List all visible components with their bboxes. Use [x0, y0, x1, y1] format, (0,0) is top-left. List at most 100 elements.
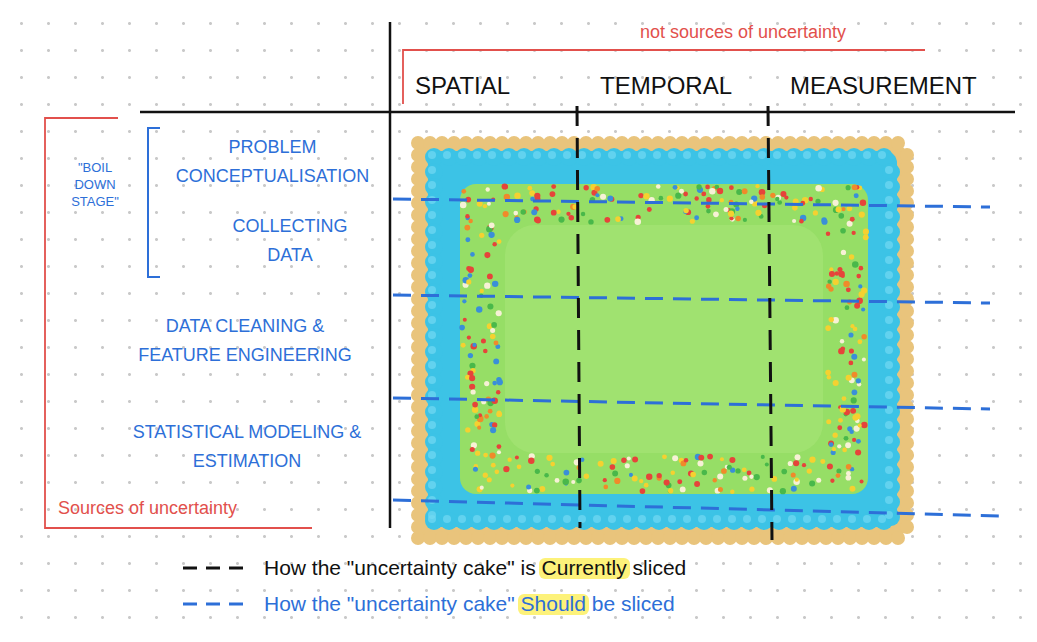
- cake-base-scallop: [411, 472, 425, 486]
- cake-base-scallop: [783, 531, 797, 545]
- sprinkle: [780, 488, 786, 494]
- frosting-swirl: [473, 515, 481, 523]
- cake-base-scallop: [615, 531, 629, 545]
- cake-base-scallop: [900, 448, 914, 462]
- sprinkle: [581, 212, 585, 216]
- sprinkle: [483, 204, 487, 208]
- cake-base-scallop: [411, 184, 425, 198]
- frosting-swirl: [608, 515, 616, 523]
- sprinkle: [827, 375, 831, 379]
- sprinkle: [770, 193, 775, 198]
- sprinkle: [503, 466, 509, 472]
- frosting-swirl: [458, 151, 466, 159]
- cake-base-scallop: [900, 352, 914, 366]
- cake-base-scallop: [411, 268, 425, 282]
- cake-base-scallop: [900, 376, 914, 390]
- sprinkle: [588, 219, 593, 224]
- sprinkle: [799, 219, 804, 224]
- sprinkle: [730, 217, 735, 222]
- sprinkle: [844, 436, 849, 441]
- cake-base-scallop: [423, 136, 437, 150]
- row-header: COLLECTING DATA: [220, 212, 360, 270]
- frosting-swirl: [833, 515, 841, 523]
- sprinkle: [484, 414, 489, 419]
- sprinkle: [583, 185, 588, 190]
- sprinkle: [829, 267, 833, 271]
- sprinkle: [736, 189, 742, 195]
- cake-base-scallop: [735, 531, 749, 545]
- frosting-swirl: [428, 466, 436, 474]
- sprinkle: [472, 343, 476, 347]
- sprinkle: [514, 192, 520, 198]
- cake-base-scallop: [900, 412, 914, 426]
- sprinkle: [828, 440, 834, 446]
- cake-base-scallop: [411, 244, 425, 258]
- cake-base-scallop: [867, 136, 881, 150]
- sprinkle: [829, 317, 834, 322]
- frosting-swirl: [818, 151, 826, 159]
- sprinkle: [837, 425, 842, 430]
- frosting-swirl: [608, 151, 616, 159]
- sprinkle: [481, 338, 486, 343]
- sprinkle: [470, 252, 475, 257]
- sprinkle: [492, 422, 497, 427]
- cake-base-scallop: [591, 531, 605, 545]
- sprinkle: [594, 186, 600, 192]
- frosting-swirl: [548, 515, 556, 523]
- sprinkle: [656, 184, 661, 189]
- sprinkle: [749, 200, 753, 204]
- frosting-swirl: [593, 151, 601, 159]
- sprinkle: [584, 474, 589, 479]
- group-note: "BOIL DOWN STAGE": [60, 160, 130, 211]
- sprinkle: [491, 322, 497, 328]
- sprinkle: [827, 463, 833, 469]
- sprinkle: [576, 478, 582, 484]
- sprinkle: [713, 211, 719, 217]
- frosting-swirl: [885, 196, 893, 204]
- sprinkle: [825, 370, 831, 376]
- frosting-swirl: [578, 515, 586, 523]
- cake-base-scallop: [687, 136, 701, 150]
- sprinkle: [544, 473, 549, 478]
- sprinkle: [702, 470, 707, 475]
- sprinkle: [612, 471, 618, 477]
- sprinkle: [860, 480, 864, 484]
- frosting-swirl: [428, 346, 436, 354]
- cake-base-scallop: [471, 136, 485, 150]
- frosting-swirl: [668, 515, 676, 523]
- frosting-swirl: [885, 271, 893, 279]
- sprinkle: [521, 209, 526, 214]
- cake-base-scallop: [900, 340, 914, 354]
- cake-base-scallop: [411, 340, 425, 354]
- sprinkle: [534, 488, 540, 494]
- sprinkle: [479, 289, 483, 293]
- sprinkle: [848, 361, 853, 366]
- sprinkle: [696, 184, 701, 189]
- sprinkle: [603, 485, 608, 490]
- sprinkle: [471, 389, 476, 394]
- frosting-swirl: [428, 481, 436, 489]
- cake-base-scallop: [411, 136, 425, 150]
- frosting-swirl: [743, 151, 751, 159]
- cake-base-scallop: [699, 136, 713, 150]
- sprinkle: [727, 465, 732, 470]
- cake-base-scallop: [711, 531, 725, 545]
- cake-base-scallop: [900, 208, 914, 222]
- cake-base-scallop: [900, 148, 914, 162]
- cake-base-scallop: [543, 531, 557, 545]
- cake-frosting: [428, 151, 897, 527]
- sprinkle: [807, 468, 812, 473]
- sprinkle: [468, 353, 473, 358]
- frosting-swirl: [885, 256, 893, 264]
- cake-base-scallop: [900, 460, 914, 474]
- cake-base-scallop: [819, 531, 833, 545]
- sprinkle: [556, 210, 560, 214]
- sprinkle: [490, 427, 496, 433]
- cake-base-scallop: [627, 531, 641, 545]
- sprinkle: [836, 468, 841, 473]
- sprinkle: [809, 481, 815, 487]
- sprinkle: [841, 274, 845, 278]
- sprinkle: [788, 461, 793, 466]
- column-header: TEMPORAL: [600, 72, 760, 101]
